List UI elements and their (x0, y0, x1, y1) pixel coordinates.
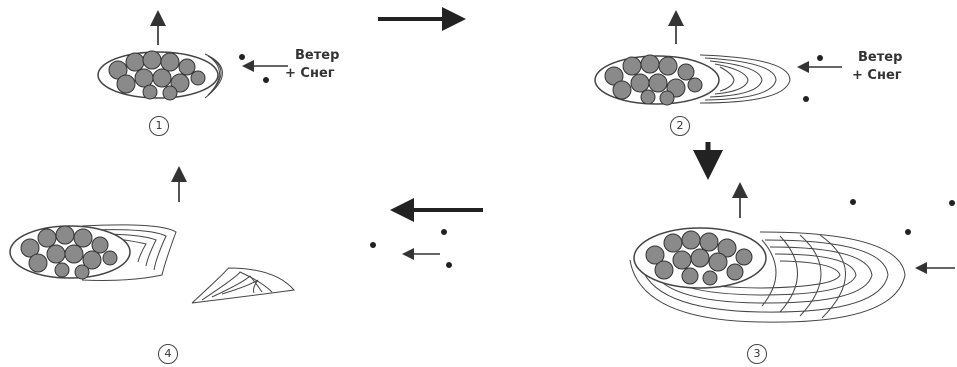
stage-4-snowflake (446, 262, 452, 268)
stage-1-snowflake (263, 77, 269, 83)
stage-3-snowflake (905, 229, 911, 235)
stage-3-number: 3 (747, 344, 767, 364)
stage-4-number: 4 (158, 344, 178, 364)
stage-1-group (98, 14, 288, 100)
stage-2-number: 2 (670, 116, 690, 136)
stage-2-label-wind: Ветер (858, 50, 902, 66)
stage-3-group (630, 186, 955, 322)
stage-2-snowflake (803, 96, 809, 102)
stage-1-label-wind: Ветер (295, 48, 339, 64)
stage-4-group (10, 170, 452, 303)
stage-2-label-snow: + Снег (852, 68, 902, 84)
stage-1-number: 1 (149, 116, 169, 136)
stage-1-label-snow: + Снег (285, 66, 335, 82)
stage-3-snowflake (850, 199, 856, 205)
stage-4-detached-drift (192, 268, 294, 303)
stage-4-snowflake (441, 229, 447, 235)
stage-2-snowflake (817, 55, 823, 61)
stage-3-snowflake (949, 200, 955, 206)
stage-4-snowflake (370, 242, 376, 248)
stage-2-group (595, 14, 842, 105)
stage-1-snowflake (239, 54, 245, 60)
